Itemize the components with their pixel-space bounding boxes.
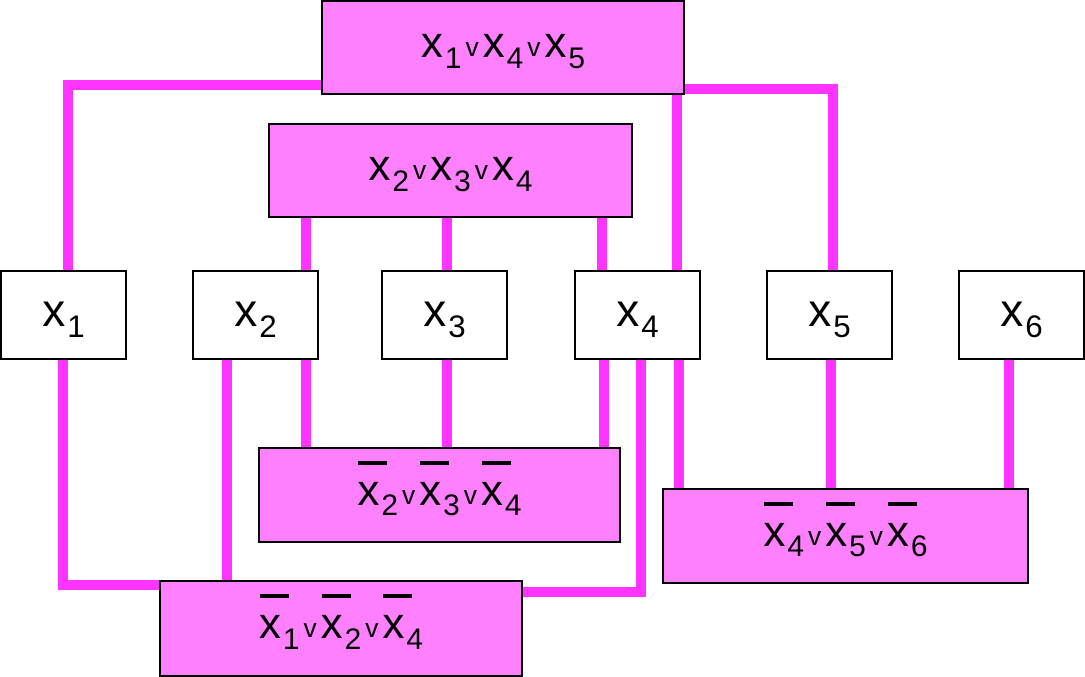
clause-c1-literal-3: x5 xyxy=(544,18,586,75)
clause-c1-literal-2: x4 xyxy=(482,18,524,75)
wire-c2-x2 xyxy=(301,215,311,272)
wire-c4-x4 xyxy=(674,358,684,490)
wire-c5-x4 xyxy=(636,358,646,597)
variable-box-x1: x1 xyxy=(0,270,127,360)
wire-c5-x4 xyxy=(521,587,646,597)
variable-x2-label: x2 xyxy=(234,284,277,345)
clause-c5-literal-3-negated: x4 xyxy=(382,594,424,656)
clause-box-c4: x4 v x5 v x6 xyxy=(662,488,1029,584)
wire-c3-x2 xyxy=(301,358,311,449)
or-operator: v xyxy=(463,479,477,510)
wire-c5-x2 xyxy=(222,358,232,583)
wire-c5-x1 xyxy=(58,580,161,590)
or-operator: v xyxy=(413,155,427,185)
variable-box-x6: x6 xyxy=(958,270,1085,360)
wire-c5-x1 xyxy=(58,358,68,590)
clause-c2-literal-2: x3 xyxy=(430,141,471,198)
wire-c2-x3 xyxy=(442,215,452,272)
wire-c3-x3 xyxy=(442,358,452,449)
variable-box-x3: x3 xyxy=(381,270,508,360)
clause-c3-literal-1-negated: x2 xyxy=(357,460,399,523)
clause-c1-literal-1: x1 xyxy=(420,18,462,75)
clause-c5-literal-1-negated: x1 xyxy=(258,594,300,656)
clause-box-c2: x2 v x3 v x4 xyxy=(268,123,633,218)
variable-box-x5: x5 xyxy=(766,270,893,360)
variable-x4-label: x4 xyxy=(616,284,659,345)
clause-c3-literal-2-negated: x3 xyxy=(419,460,460,523)
or-operator: v xyxy=(527,32,541,62)
clause-c4-literal-3-negated: x6 xyxy=(886,501,928,564)
or-operator: v xyxy=(402,479,416,510)
wire-c1-x1 xyxy=(63,80,73,272)
or-operator: v xyxy=(303,613,317,643)
wire-c1-x5 xyxy=(682,84,838,94)
or-operator: v xyxy=(808,520,822,551)
variable-x5-label: x5 xyxy=(808,284,851,345)
clause-c4-literal-2-negated: x5 xyxy=(825,501,866,564)
wire-c1-x1 xyxy=(63,80,323,90)
wire-c1-x5 xyxy=(828,84,838,272)
clause-c5-literal-2-negated: x2 xyxy=(320,594,362,656)
clause-box-c5: x1 v x2 v x4 xyxy=(159,580,523,677)
wire-c4-x5 xyxy=(826,358,836,490)
variable-x3-label: x3 xyxy=(423,284,466,345)
clause-box-c3: x2 v x3 v x4 xyxy=(258,447,621,543)
clause-box-c1: x1 v x4 v x5 xyxy=(321,0,685,95)
or-operator: v xyxy=(465,32,479,62)
variable-x6-label: x6 xyxy=(1000,284,1043,345)
or-operator: v xyxy=(365,613,379,643)
wire-c1-x4 xyxy=(672,93,682,272)
clause-c3-literal-3-negated: x4 xyxy=(480,460,522,523)
wire-c4-x6 xyxy=(1004,358,1014,490)
clause-c2-literal-1: x2 xyxy=(368,141,410,198)
variable-box-x4: x4 xyxy=(574,270,701,360)
or-operator: v xyxy=(869,520,883,551)
or-operator: v xyxy=(474,155,488,185)
wire-c3-x4 xyxy=(599,358,609,449)
wire-c2-x4 xyxy=(597,215,607,272)
clause-c4-literal-1-negated: x4 xyxy=(763,501,805,564)
clause-c2-literal-3: x4 xyxy=(491,141,533,198)
variable-x1-label: x1 xyxy=(42,284,85,345)
variable-box-x2: x2 xyxy=(192,270,319,360)
